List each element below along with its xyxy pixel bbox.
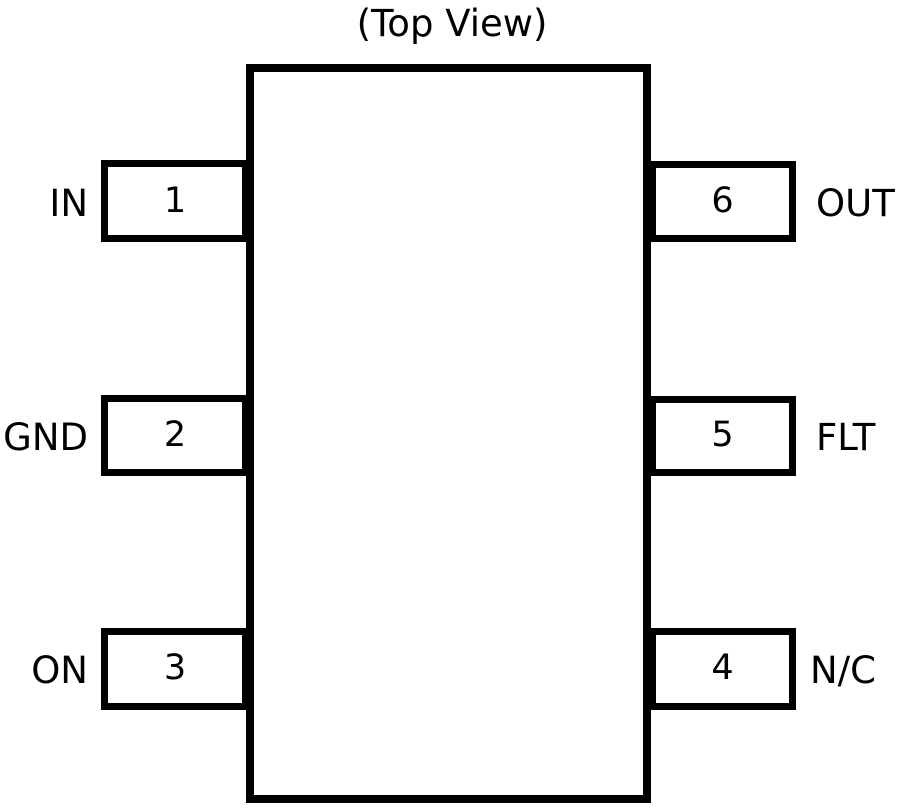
pin-number-6: 6 (711, 181, 734, 221)
pin-rect-1 (101, 160, 249, 242)
pin-label-gnd: GND (3, 416, 88, 459)
pin-number-5: 5 (711, 415, 734, 455)
pin-rect-4 (649, 628, 796, 710)
pin-number-3: 3 (163, 648, 187, 688)
pin-label-on: ON (31, 649, 88, 692)
pin-label-flt: FLT (816, 416, 876, 459)
package-body-outline (246, 64, 651, 803)
pin-rectangles-group (101, 160, 796, 710)
pin-number-1: 1 (163, 181, 187, 221)
pin-rect-5 (649, 396, 796, 476)
pin-label-n-c: N/C (810, 649, 876, 692)
pin-rect-6 (649, 161, 796, 242)
pin-number-2: 2 (163, 415, 187, 455)
pin-label-out: OUT (816, 182, 895, 225)
pin-number-4: 4 (711, 648, 734, 688)
pin-label-in: IN (49, 182, 88, 225)
pin-rect-3 (101, 628, 249, 710)
diagram-title: (Top View) (356, 2, 548, 45)
pin-rect-2 (101, 395, 249, 476)
